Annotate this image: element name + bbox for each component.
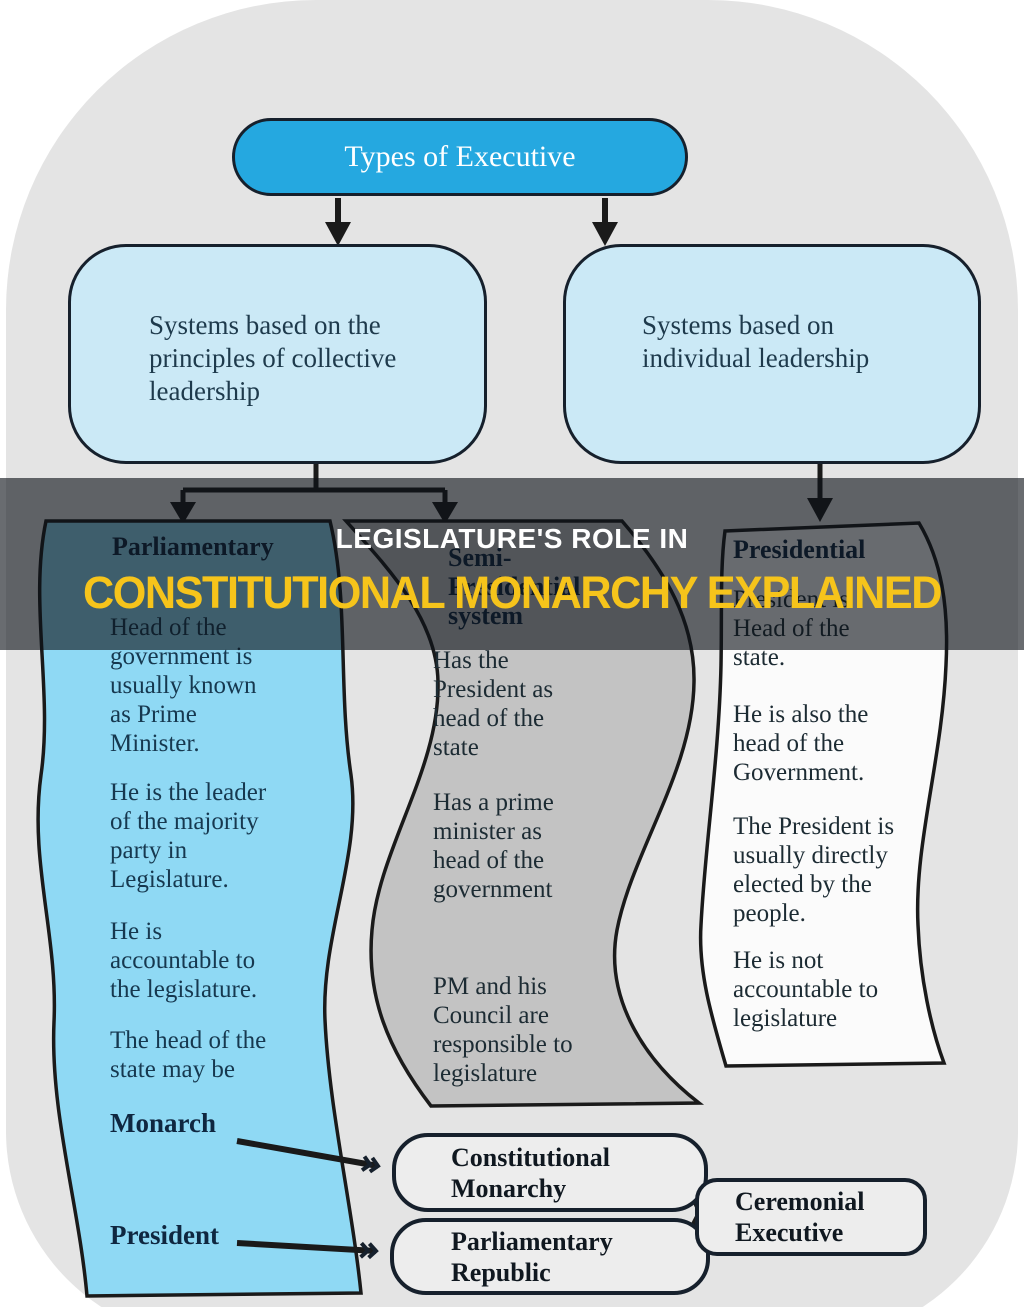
root-to-branch-arrows bbox=[325, 198, 618, 246]
root-node-types-of-executive: Types of Executive bbox=[232, 118, 688, 196]
parliamentary-paragraph: He is accountable to the legislature. bbox=[110, 918, 258, 1003]
parliamentary-paragraph: He is the leader of the majority party i… bbox=[110, 779, 267, 893]
headline-line2: CONSTITUTIONAL MONARCHY EXPLAINED bbox=[82, 567, 943, 618]
headline-line1: LEGISLATURE'S ROLE IN bbox=[335, 523, 689, 554]
outcome-parliamentary-republic: Parliamentary Republic bbox=[390, 1218, 710, 1295]
presidential-paragraph: The President is usually directly electe… bbox=[733, 813, 895, 927]
monarch-arrow bbox=[236, 1138, 381, 1174]
monarch-label: Monarch bbox=[110, 1108, 216, 1138]
ribbon-presidential bbox=[698, 521, 949, 1068]
ribbon-parliamentary bbox=[36, 519, 363, 1298]
presidential-paragraph: He is also the head of the Government. bbox=[733, 701, 869, 786]
parliamentary-paragraph: The head of the state may be bbox=[110, 1027, 267, 1083]
semi-presidential-paragraph: Has a prime minister as head of the gove… bbox=[433, 789, 554, 903]
branch-collective-leadership: Systems based on the principles of colle… bbox=[68, 244, 487, 464]
branch-individual-leadership: Systems based on individual leadership bbox=[563, 244, 981, 464]
president-label: President bbox=[110, 1220, 219, 1250]
presidential-paragraph: He is not accountable to legislature bbox=[733, 947, 879, 1032]
outcome-constitutional-monarchy: Constitutional Monarchy bbox=[392, 1133, 708, 1212]
semi-presidential-paragraph: PM and his Council are responsible to le… bbox=[433, 973, 573, 1087]
semi-presidential-paragraph: Has the President as head of the state bbox=[433, 647, 554, 761]
headline-overlay bbox=[0, 478, 1024, 650]
root-node-label: Types of Executive bbox=[344, 140, 576, 173]
outcome-ceremonial-executive: Ceremonial Executive bbox=[695, 1178, 927, 1256]
president-arrow bbox=[236, 1240, 379, 1260]
ribbon-semi-presidential bbox=[342, 519, 705, 1108]
